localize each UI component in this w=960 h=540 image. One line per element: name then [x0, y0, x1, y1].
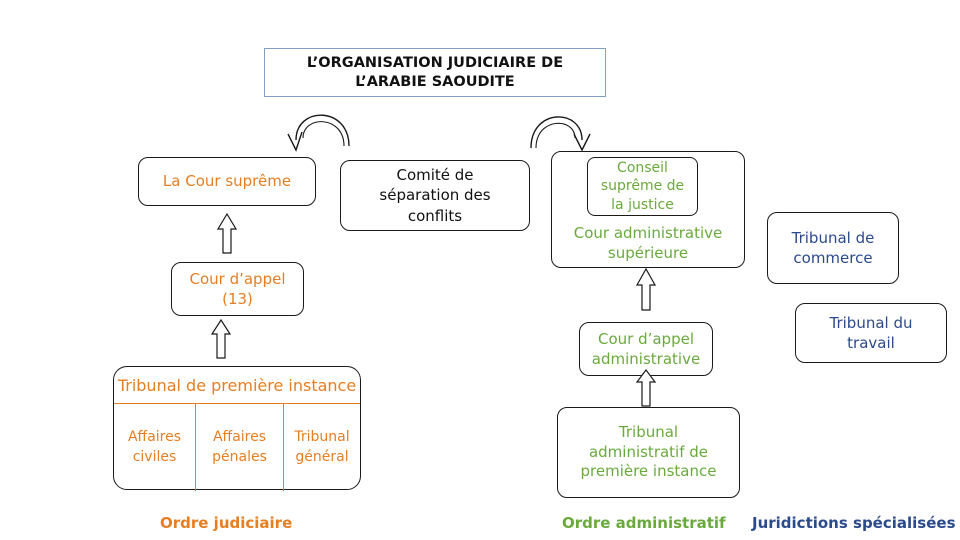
node-tribunal-travail-label: Tribunal du travail [829, 313, 913, 352]
node-conseil-supreme-label: Conseil suprême de la justice [600, 160, 685, 213]
footer-ordre-judiciaire: Ordre judiciaire [160, 514, 293, 532]
arrow-tpi-to-appel [210, 318, 232, 359]
node-cour-supreme: La Cour suprême [138, 157, 316, 206]
tpi-divider-horizontal [114, 403, 360, 404]
node-tribunal-commerce-label: Tribunal de commerce [791, 228, 875, 267]
arrow-appel-admin-to-superieure [635, 267, 657, 311]
node-comite-label: Comité de séparation des conflits [379, 166, 491, 225]
node-affaires-penales: Affaires pénales [212, 428, 267, 465]
node-tpi-header: Tribunal de première instance [117, 375, 357, 395]
node-cour-appel-label: Cour d’appel (13) [189, 269, 286, 308]
node-cour-appel: Cour d’appel (13) [171, 262, 304, 316]
node-cour-appel-admin-label: Cour d’appel administrative [591, 329, 701, 368]
node-tribunal-premiere-instance: Tribunal de première instance Affaires c… [113, 366, 361, 491]
arrow-tribunal-admin-to-appel-admin [635, 369, 657, 407]
node-tribunal-general: Tribunal général [294, 428, 350, 465]
node-tribunal-admin-premiere-label: Tribunal administratif de première insta… [580, 423, 717, 481]
node-comite: Comité de séparation des conflits [340, 160, 530, 231]
diagram-title: L’ORGANISATION JUDICIAIRE DE L’ARABIE SA… [264, 48, 606, 97]
curved-arrow-to-administrative [530, 116, 591, 152]
arrow-appel-to-supreme [216, 212, 238, 254]
node-affaires-civiles: Affaires civiles [127, 428, 182, 465]
node-cour-appel-admin: Cour d’appel administrative [579, 322, 713, 376]
diagram-title-text: L’ORGANISATION JUDICIAIRE DE L’ARABIE SA… [306, 54, 564, 90]
node-conseil-supreme: Conseil suprême de la justice [587, 157, 698, 216]
node-tribunal-travail: Tribunal du travail [795, 303, 947, 363]
footer-juridictions-specialisees: Juridictions spécialisées [752, 514, 956, 532]
tpi-divider-vertical-2 [283, 403, 284, 491]
curved-arrow-to-supreme [287, 114, 350, 152]
node-tribunal-commerce: Tribunal de commerce [767, 212, 899, 284]
node-cour-admin-superieure-label: Cour administrative supérieure [573, 223, 723, 262]
node-cour-supreme-label: La Cour suprême [162, 172, 292, 191]
node-tribunal-admin-premiere: Tribunal administratif de première insta… [557, 407, 740, 498]
footer-ordre-administratif: Ordre administratif [562, 514, 726, 532]
tpi-divider-vertical-1 [195, 403, 196, 491]
